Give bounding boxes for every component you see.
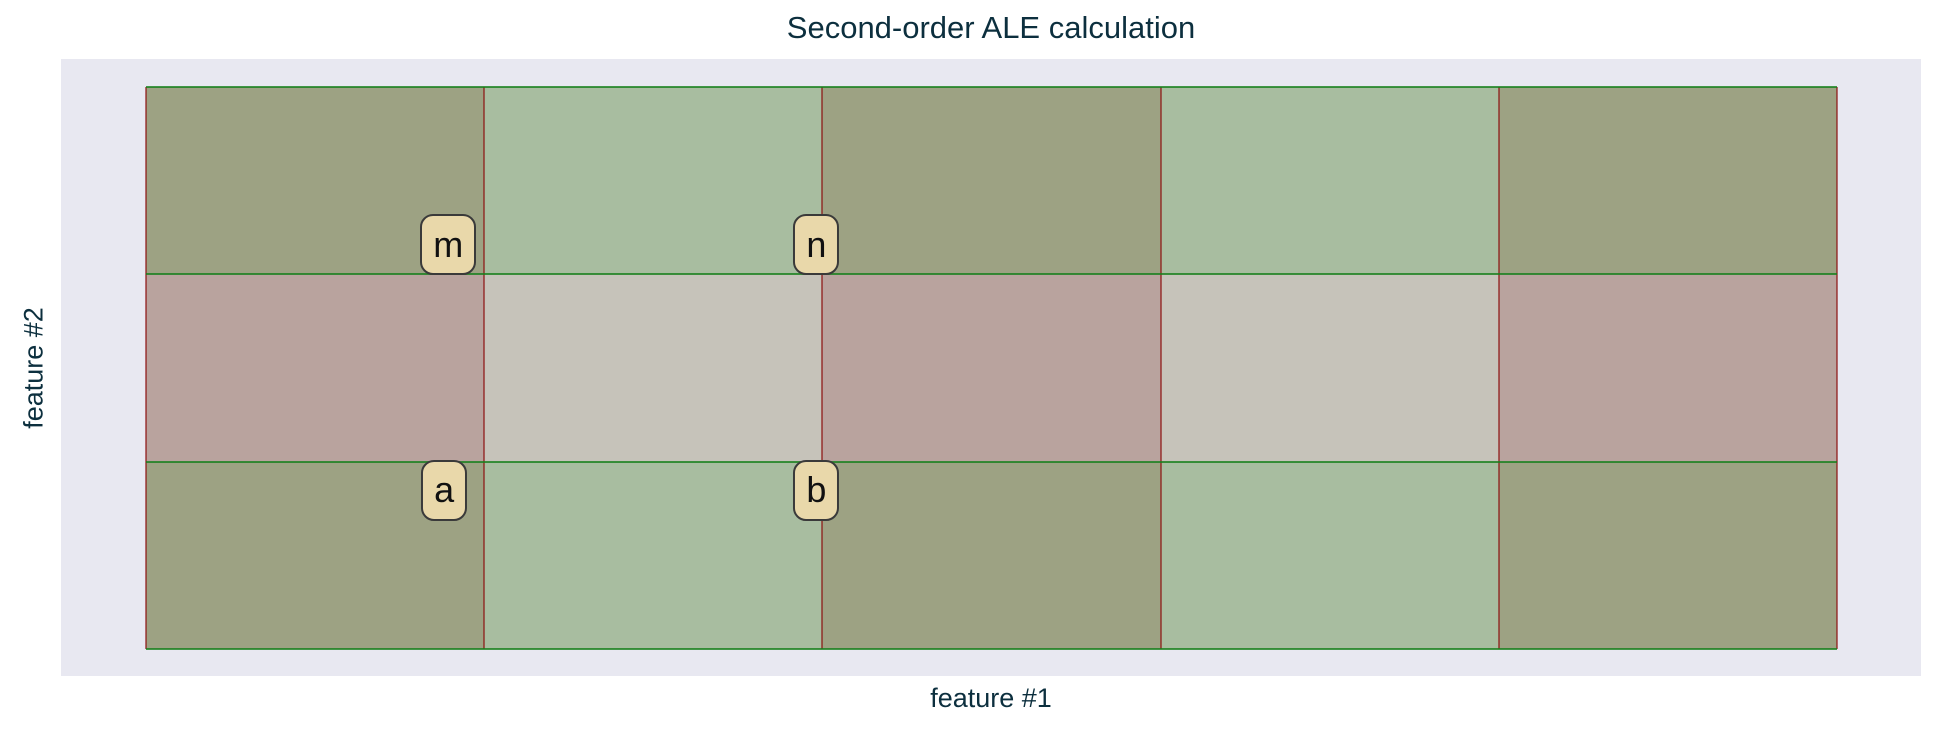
annotation-box-a: a [421, 459, 468, 521]
annotation-label-b: b [806, 469, 827, 511]
grid-line-vertical-4 [1497, 87, 1500, 649]
annotation-label-m: m [433, 223, 464, 265]
grid-line-vertical-2 [821, 87, 824, 649]
cell-r2-c1 [484, 461, 823, 649]
grid-line-horizontal-3 [146, 648, 1837, 650]
x-axis-label: feature #1 [930, 683, 1052, 713]
annotation-box-m: m [420, 214, 477, 276]
annotation-box-n: n [793, 214, 840, 276]
cell-r1-c0 [146, 274, 485, 462]
cell-r2-c3 [1160, 461, 1499, 649]
cell-r0-c4 [1498, 87, 1837, 275]
cell-r0-c3 [1160, 87, 1499, 275]
grid-line-horizontal-1 [146, 273, 1837, 276]
cell-r1-c1 [484, 274, 823, 462]
annotation-box-b: b [793, 459, 840, 521]
chart-title: Second-order ALE calculation [786, 10, 1196, 45]
cell-r0-c2 [822, 87, 1161, 275]
grid-line-vertical-3 [1159, 87, 1162, 649]
grid-line-vertical-1 [483, 87, 486, 649]
cell-r0-c1 [484, 87, 823, 275]
annotation-label-n: n [806, 223, 827, 265]
annotation-label-a: a [434, 469, 455, 511]
grid-line-vertical-5 [1836, 87, 1838, 649]
cell-r1-c3 [1160, 274, 1499, 462]
cell-r2-c2 [822, 461, 1161, 649]
cell-r1-c2 [822, 274, 1161, 462]
plot-area: m n a b [61, 59, 1921, 676]
cell-r2-c4 [1498, 461, 1837, 649]
cell-r1-c4 [1498, 274, 1837, 462]
y-axis-label-text: feature #2 [18, 307, 49, 429]
grid-line-horizontal-0 [146, 86, 1837, 88]
grid-line-vertical-0 [145, 87, 147, 649]
grid-line-horizontal-2 [146, 460, 1837, 463]
